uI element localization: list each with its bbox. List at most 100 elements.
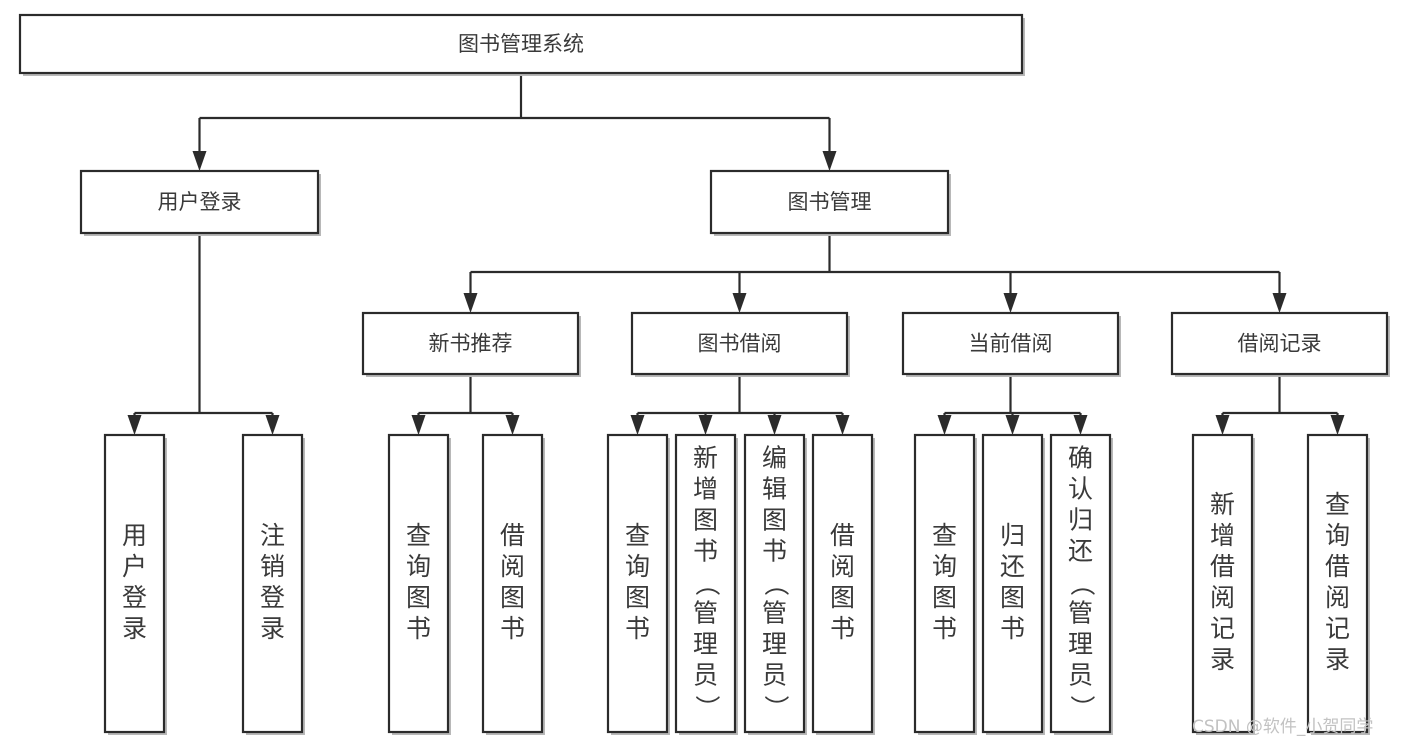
node-label-char: 图 [500, 583, 525, 612]
node-l2-book-manage[interactable]: 图书管理 [709, 169, 951, 236]
node-root-root[interactable]: 图书管理系统 [18, 13, 1025, 76]
node-label-char: 图 [830, 583, 855, 612]
node-l2-user-login[interactable]: 用户登录 [79, 169, 321, 236]
node-label-char: 图 [693, 506, 718, 535]
box-outline [1049, 433, 1112, 734]
node-label-char: 查 [625, 521, 650, 550]
arrow-head-icon [127, 415, 142, 435]
box-outline [1170, 311, 1389, 376]
node-label-char: 阅 [500, 552, 525, 581]
node-label-char: 书 [1000, 614, 1025, 643]
arrow-head-icon [835, 415, 850, 435]
node-label-char: （ [1068, 571, 1097, 596]
node-label-char: 还 [1068, 537, 1093, 566]
node-label-char: 查 [1325, 490, 1350, 519]
arrow-head-icon [411, 415, 426, 435]
box-outline [981, 433, 1044, 734]
node-label-char: 阅 [1325, 583, 1350, 612]
node-label-char: 书 [830, 614, 855, 643]
node-label: 图书管理 [788, 190, 872, 214]
box-outline [606, 433, 669, 734]
box-outline [387, 433, 450, 734]
node-label-char: 新 [1210, 490, 1235, 519]
box-outline [103, 433, 166, 734]
node-label-char: 编 [762, 444, 787, 473]
node-label-char: 询 [406, 552, 431, 581]
node-label-char: （ [693, 571, 722, 596]
node-label-char: ） [762, 695, 791, 720]
node-label-char: 录 [260, 614, 285, 643]
node-label-char: 书 [406, 614, 431, 643]
box-outline [1306, 433, 1369, 734]
arrow-head-icon [698, 415, 713, 435]
node-label-char: 询 [932, 552, 957, 581]
node-label-char: 认 [1068, 475, 1093, 504]
box-outline [901, 311, 1120, 376]
box-outline [913, 433, 976, 734]
arrow-head-icon [505, 415, 520, 435]
arrow-head-icon [1330, 415, 1345, 435]
node-label-char: 注 [260, 521, 285, 550]
arrow-head-icon [822, 151, 837, 171]
node-label-char: 理 [693, 630, 718, 659]
node-label-char: 员 [762, 661, 787, 690]
arrow-head-icon [630, 415, 645, 435]
node-label-char: 图 [932, 583, 957, 612]
box-outline [79, 169, 320, 235]
node-l3-new-book-recommend[interactable]: 新书推荐 [361, 311, 581, 377]
node-label-char: 归 [1000, 521, 1025, 550]
node-label-char: 录 [122, 614, 147, 643]
node-label-char: 询 [625, 552, 650, 581]
node-label-char: 借 [830, 521, 855, 550]
node-label-char: 用 [122, 521, 147, 550]
node-l3-current-borrow[interactable]: 当前借阅 [901, 311, 1121, 377]
node-label-char: 归 [1068, 506, 1093, 535]
box-outline [709, 169, 950, 235]
node-label-char: 管 [1068, 599, 1093, 628]
node-label-char: 确 [1068, 444, 1093, 473]
node-label-char: 记 [1325, 614, 1350, 643]
arrow-head-icon [1003, 293, 1018, 313]
arrow-head-icon [1073, 415, 1088, 435]
node-label-char: 查 [932, 521, 957, 550]
node-label-char: 书 [693, 537, 718, 566]
connectors-layer [127, 73, 1345, 435]
node-l3-book-borrow[interactable]: 图书借阅 [630, 311, 850, 377]
node-label-char: 图 [625, 583, 650, 612]
watermark-layer: CSDN @软件_小贺同学 [1192, 717, 1373, 737]
node-label-char: 借 [1325, 552, 1350, 581]
node-label: 借阅记录 [1238, 332, 1322, 356]
arrow-head-icon [192, 151, 207, 171]
arrow-head-icon [1272, 293, 1287, 313]
node-label-char: 借 [1210, 552, 1235, 581]
node-label-char: 图 [762, 506, 787, 535]
node-label-char: 增 [1210, 521, 1235, 550]
box-outline [481, 433, 544, 734]
box-outline [743, 433, 806, 734]
box-outline [1191, 433, 1254, 734]
box-outline [811, 433, 874, 734]
node-label-char: 理 [1068, 630, 1093, 659]
box-outline [361, 311, 580, 376]
node-l3-borrow-record[interactable]: 借阅记录 [1170, 311, 1390, 377]
node-label-char: ） [1068, 695, 1097, 720]
node-leaf-leaf-user-login[interactable]: 用户登录 [103, 433, 167, 735]
node-label-char: 书 [625, 614, 650, 643]
arrow-head-icon [767, 415, 782, 435]
arrow-head-icon [1215, 415, 1230, 435]
node-label-char: 书 [762, 537, 787, 566]
node-label-char: 理 [762, 630, 787, 659]
